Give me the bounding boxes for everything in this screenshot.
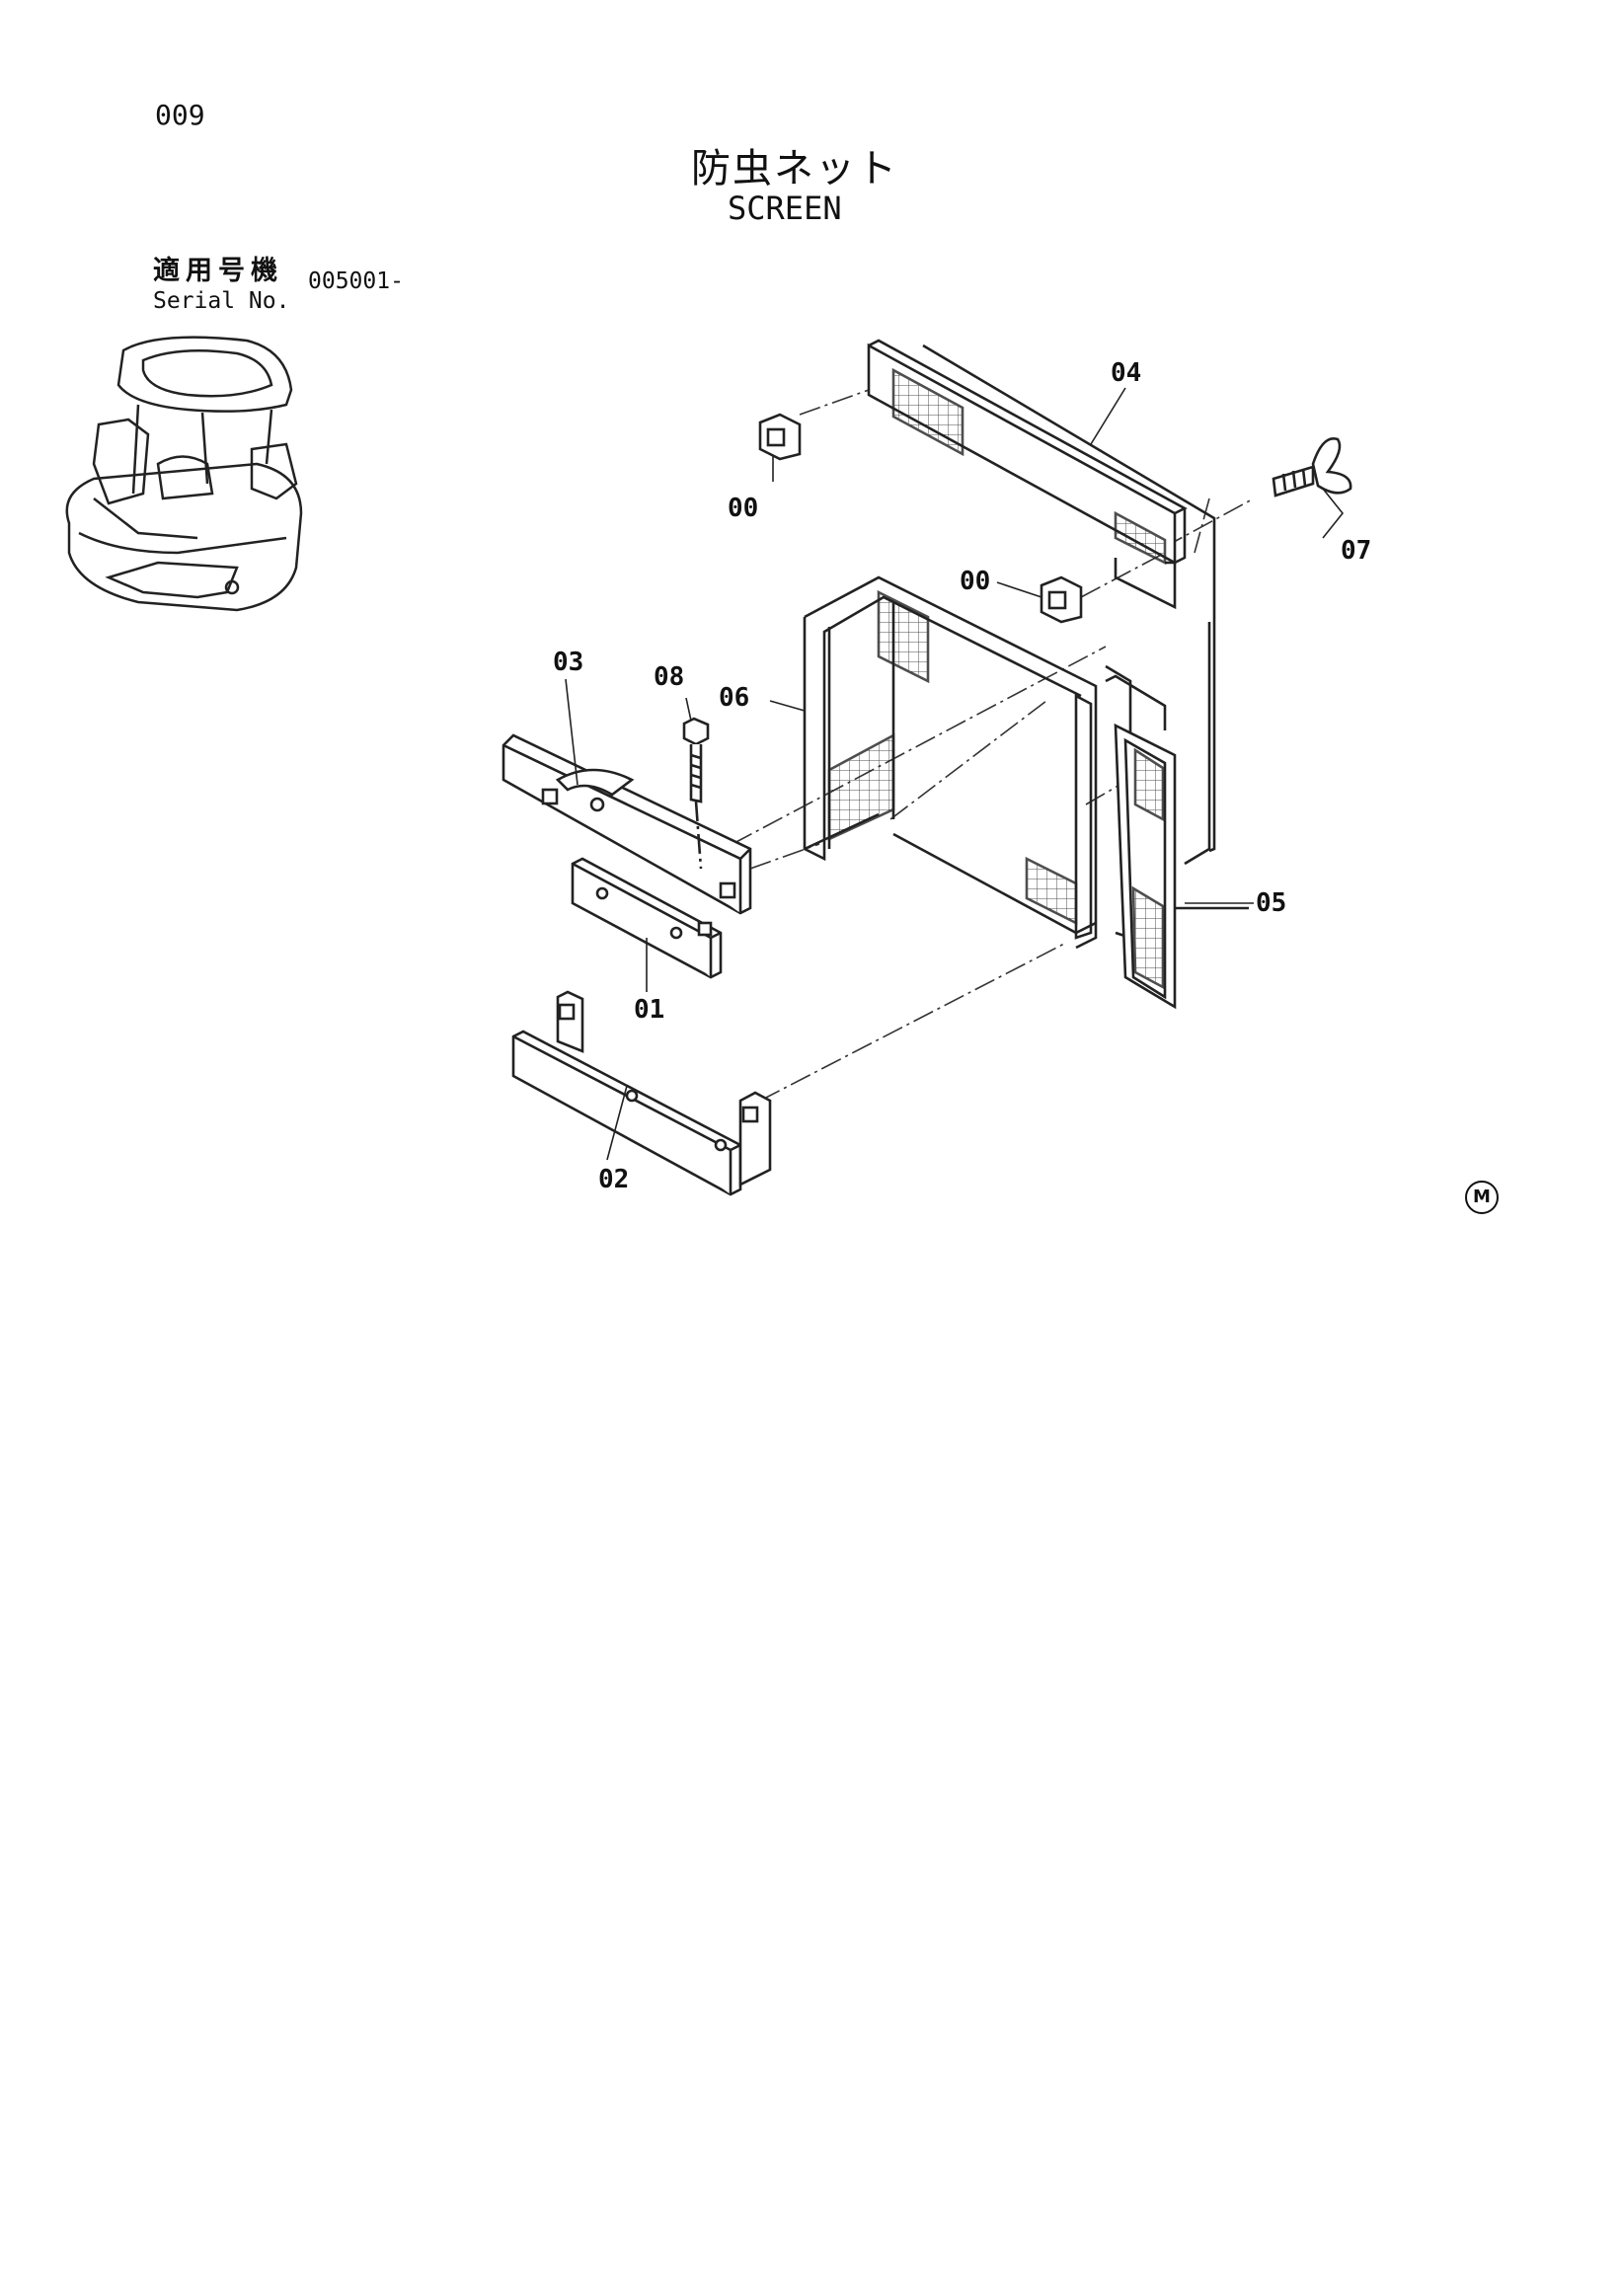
callout-06: 06 [719, 683, 750, 713]
callout-07: 07 [1341, 536, 1372, 566]
part-01-small-bracket [571, 857, 723, 979]
callout-01: 01 [634, 995, 665, 1025]
callout-leaders [565, 387, 1345, 1161]
assembly-lines [732, 389, 1255, 1102]
part-07-wing-bolt [1272, 437, 1352, 497]
callout-00-upper: 00 [728, 494, 759, 523]
page-number: 009 [155, 99, 205, 131]
part-04-top-rail [867, 339, 1216, 853]
serial-label-english: Serial No. [153, 288, 290, 314]
machine-thumbnail [65, 336, 303, 612]
part-08-bolt [682, 717, 710, 870]
part-05-side-panel [1105, 622, 1249, 1010]
part-06-screen-frame [803, 575, 1098, 950]
serial-label-japanese: 適用号機 [153, 256, 283, 286]
part-02-base-bracket [511, 990, 772, 1196]
serial-number-value: 005001- [308, 268, 404, 294]
title-japanese: 防虫ネット [691, 146, 898, 191]
callout-03: 03 [553, 648, 584, 677]
title-english: SCREEN [728, 190, 842, 227]
callout-00-lower: 00 [960, 567, 991, 596]
callout-04: 04 [1111, 358, 1142, 388]
registered-mark: M [1465, 1181, 1499, 1214]
callout-05: 05 [1256, 888, 1287, 918]
callout-08: 08 [654, 662, 685, 692]
callout-02: 02 [598, 1165, 630, 1194]
part-00-clips [758, 413, 1083, 624]
